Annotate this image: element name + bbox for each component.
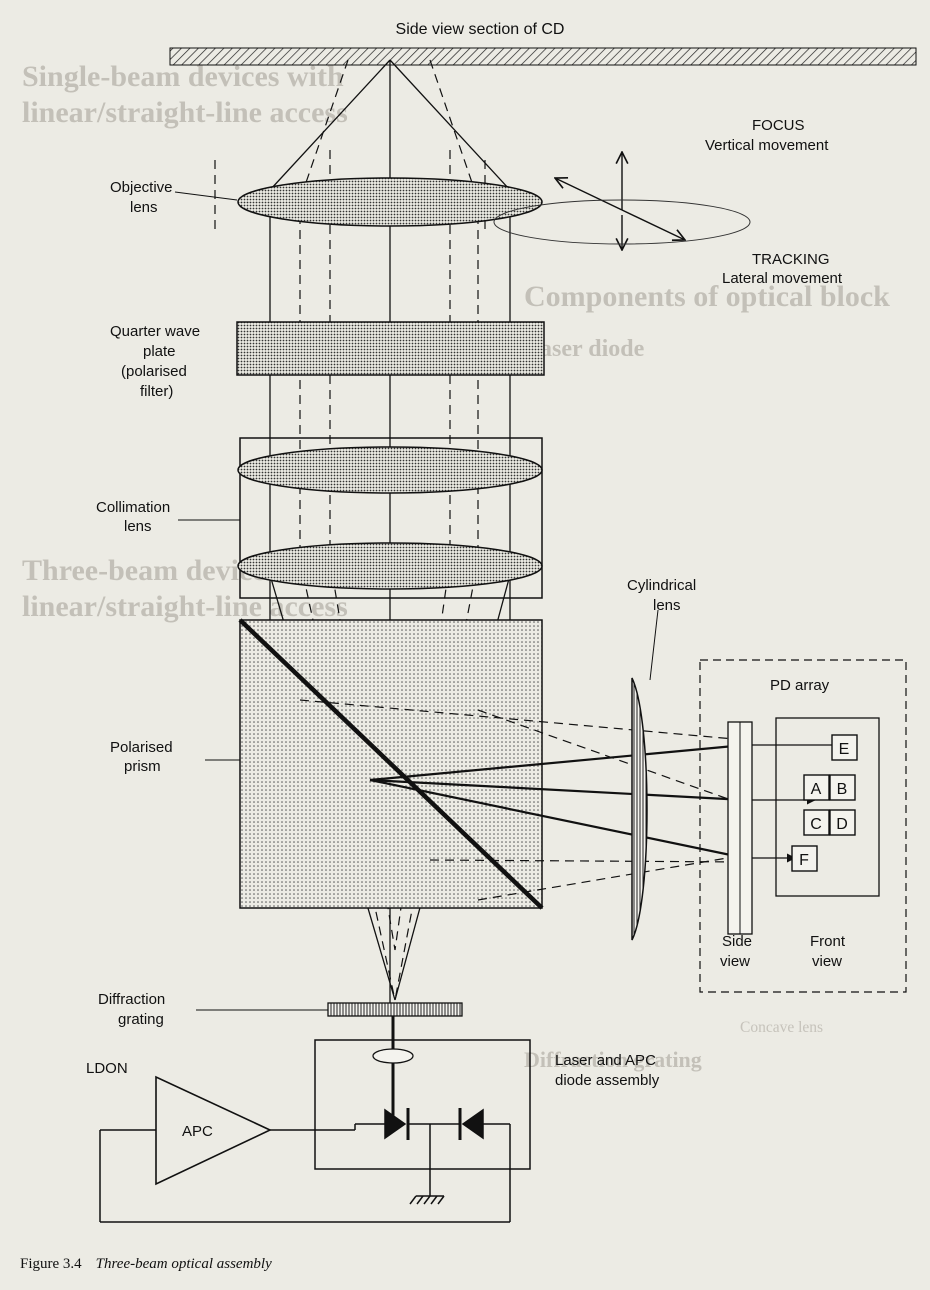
- polarised-prism-label-2: prism: [124, 758, 161, 775]
- pd-array-box: [699, 659, 907, 993]
- bg-heading: Diffraction grating: [524, 1047, 702, 1072]
- quarter-wave-plate: [236, 321, 545, 376]
- diffraction-grating: [327, 1002, 463, 1017]
- figure-title: Three-beam optical assembly: [95, 1256, 272, 1272]
- apc-amplifier: [99, 1075, 511, 1223]
- focus-label-2: Vertical movement: [705, 137, 829, 154]
- quarter-wave-label-3: (polarised: [121, 363, 187, 380]
- svg-text:B: B: [837, 781, 848, 798]
- collimation-lens-label-1: Collimation: [96, 499, 170, 516]
- quarter-wave-label-2: plate: [143, 343, 176, 360]
- photodiode-a: A: [803, 774, 830, 801]
- pd-array-label: PD array: [770, 677, 830, 694]
- collimation-lens-upper: [237, 446, 543, 494]
- laser-emitter: [372, 1016, 414, 1120]
- diffraction-grating-label-2: grating: [118, 1011, 164, 1028]
- diffraction-grating-label-1: Diffraction: [98, 991, 165, 1008]
- objective-lens-label-2: lens: [130, 199, 158, 216]
- svg-text:E: E: [839, 741, 850, 758]
- photodiode-f: F: [791, 845, 818, 872]
- figure-caption: Figure 3.4 Three-beam optical assembly: [20, 1256, 272, 1273]
- photodiode-c: C: [803, 809, 830, 836]
- photodiode-e: E: [831, 734, 858, 761]
- movement-arrows: [493, 152, 751, 250]
- cd-disc: [169, 47, 917, 66]
- collimation-lens-label-2: lens: [124, 518, 152, 535]
- diode-symbols: [355, 1108, 510, 1196]
- objective-lens: [237, 177, 543, 227]
- figure-number: Figure 3.4: [20, 1256, 82, 1272]
- diagram-title: Side view section of CD: [396, 21, 565, 38]
- collimation-lens-lower: [237, 542, 543, 590]
- tracking-label-2: Lateral movement: [722, 270, 843, 287]
- svg-text:A: A: [811, 781, 822, 798]
- svg-text:D: D: [836, 816, 848, 833]
- front-view-label-1: Front: [810, 933, 846, 950]
- photodiode-b: B: [829, 774, 856, 801]
- polarised-prism-label-1: Polarised: [110, 739, 173, 756]
- bg-heading: linear/straight-line access: [22, 96, 348, 129]
- objective-lens-label-1: Objective: [110, 179, 173, 196]
- cylindrical-lens-label-1: Cylindrical: [627, 577, 696, 594]
- cylindrical-lens: [631, 677, 648, 941]
- bg-label: Concave lens: [740, 1019, 824, 1036]
- side-view-label-1: Side: [722, 933, 752, 950]
- ground-symbol: [409, 1195, 445, 1205]
- laser-apc-box: [314, 1039, 531, 1170]
- reflected-beams: [369, 740, 841, 863]
- quarter-wave-label-1: Quarter wave: [110, 323, 200, 340]
- svg-text:F: F: [799, 852, 809, 869]
- ldon-label: LDON: [86, 1060, 128, 1077]
- polarised-prism: [238, 618, 544, 910]
- collimation-housing: [239, 437, 543, 599]
- quarter-wave-label-4: filter): [140, 383, 173, 400]
- photodiode-cells: E A B C D F: [791, 734, 858, 872]
- bg-heading: Components of optical block: [524, 280, 890, 313]
- cylindrical-lens-label-2: lens: [653, 597, 681, 614]
- leader-lines: [174, 191, 659, 1011]
- focus-label-1: FOCUS: [752, 117, 805, 134]
- svg-text:C: C: [810, 816, 822, 833]
- laser-apc-label-1: Laser and APC: [555, 1052, 656, 1069]
- side-view-label-2: view: [720, 953, 750, 970]
- tracking-label-1: TRACKING: [752, 251, 830, 268]
- bg-heading: linear/straight-line access: [22, 590, 348, 623]
- photodiode-d: D: [829, 809, 856, 836]
- apc-label: APC: [182, 1123, 213, 1140]
- front-view-label-2: view: [812, 953, 842, 970]
- laser-apc-label-2: diode assembly: [555, 1072, 660, 1089]
